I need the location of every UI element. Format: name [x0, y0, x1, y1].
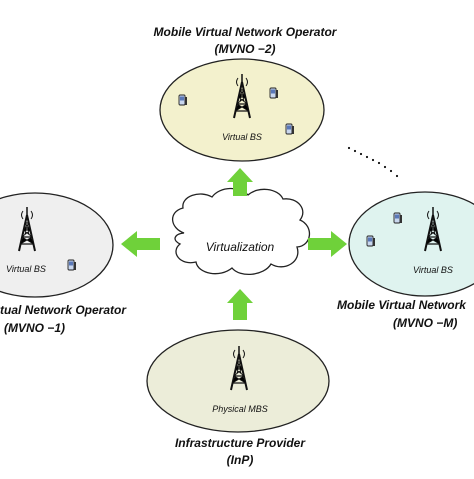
inp-ellipse	[146, 329, 330, 433]
mvno-1-ellipse	[0, 192, 114, 298]
mvno-2-title: Mobile Virtual Network Operator	[153, 25, 337, 39]
arrow-icon	[121, 231, 160, 257]
arrow-icon	[227, 168, 253, 196]
mvno-2-id: (MVNO −2)	[214, 42, 276, 56]
mvno-2-bs-label: Virtual BS	[222, 132, 262, 142]
mvno-2-ellipse	[159, 58, 325, 162]
mvno-m-title: Mobile Virtual Network	[337, 298, 466, 312]
virtualization-label: Virtualization	[205, 240, 275, 254]
inp-id: (InP)	[226, 453, 254, 467]
cloud-icon	[171, 187, 311, 275]
mvno-m-bs-label: Virtual BS	[413, 265, 453, 275]
inp-title: Infrastructure Provider	[174, 436, 306, 450]
ellipsis-dots	[347, 146, 399, 178]
mvno-1-title: tual Network Operator	[0, 303, 127, 317]
mvno-1-id: (MVNO −1)	[4, 321, 66, 335]
mvno-m-ellipse	[348, 191, 474, 297]
mvno-m-id: (MVNO −M)	[393, 316, 458, 330]
arrow-icon	[227, 289, 253, 320]
inp-bs-label: Physical MBS	[212, 404, 268, 414]
arrow-icon	[308, 231, 347, 257]
mvno-1-bs-label: Virtual BS	[6, 264, 46, 274]
